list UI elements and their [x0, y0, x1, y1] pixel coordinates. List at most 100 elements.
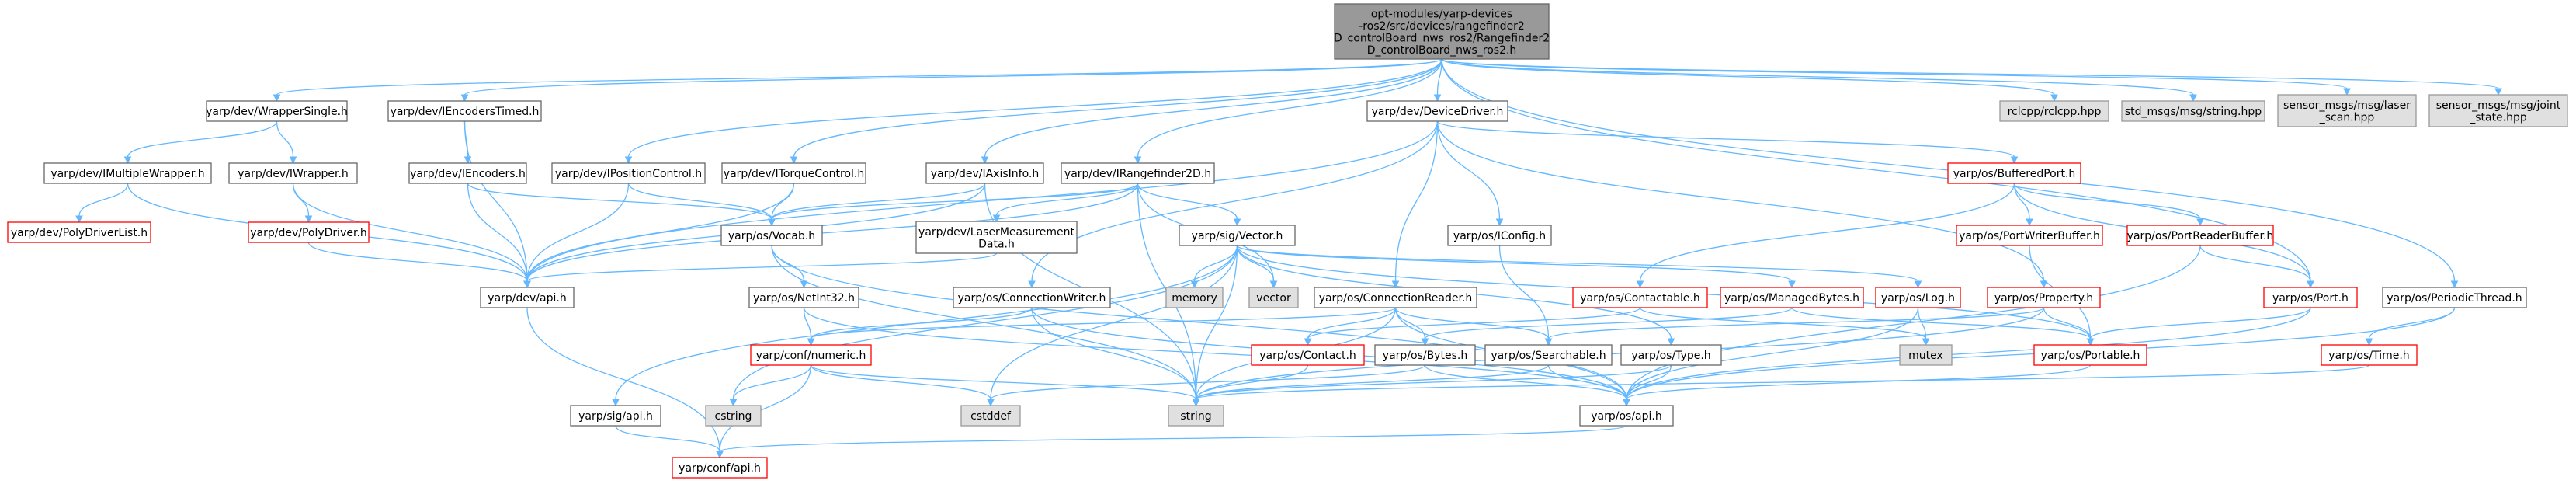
node-box: [43, 162, 212, 184]
node-port-writer-buffer[interactable]: yarp/os/PortWriterBuffer.h: [1956, 225, 2103, 246]
node-label-line: yarp/os/ConnectionWriter.h: [958, 292, 1106, 305]
edge-sig_vector-to-os_log: [1236, 245, 1922, 289]
node-iwrapper[interactable]: yarp/dev/IWrapper.h: [228, 162, 358, 184]
node-iposition-control[interactable]: yarp/dev/IPositionControl.h: [551, 162, 706, 184]
node-laser-scan[interactable]: sensor_msgs/msg/laser_scan.hpp: [2277, 94, 2417, 127]
node-label-line: yarp/os/Searchable.h: [1491, 350, 1606, 362]
edge-irangefinder2d-to-laser_measurement: [992, 183, 1139, 223]
node-label-line: yarp/dev/PolyDriver.h: [250, 227, 367, 239]
node-os-bytes[interactable]: yarp/os/Bytes.h: [1374, 344, 1476, 366]
edge-iwrapper-to-poly_driver: [292, 183, 313, 224]
node-rclcpp[interactable]: rclcpp/rclcpp.hpp: [1999, 100, 2109, 122]
node-buffered-port[interactable]: yarp/os/BufferedPort.h: [1947, 162, 2081, 184]
node-os-property[interactable]: yarp/os/Property.h: [1987, 287, 2101, 308]
node-iaxis-info[interactable]: yarp/dev/IAxisInfo.h: [925, 162, 1044, 184]
node-label-line: _state.hpp: [2469, 111, 2527, 124]
node-dev-api[interactable]: yarp/dev/api.h: [480, 287, 575, 308]
node-mutex[interactable]: mutex: [1899, 344, 1953, 366]
edge-contactable-to-os_contact: [1304, 307, 1641, 346]
node-connection-reader[interactable]: yarp/os/ConnectionReader.h: [1314, 287, 1477, 308]
node-label-line: yarp/dev/ITorqueControl.h: [724, 168, 864, 180]
edge-connection_reader-to-conf_numeric: [807, 307, 1397, 346]
edge-sig_vector-to-vector: [1236, 245, 1278, 289]
node-sig-api[interactable]: yarp/sig/api.h: [570, 405, 661, 427]
node-label-line: yarp/dev/IRangefinder2D.h: [1064, 168, 1211, 180]
node-itorque-control[interactable]: yarp/dev/ITorqueControl.h: [721, 162, 866, 184]
node-std-msgs[interactable]: std_msgs/msg/string.hpp: [2121, 100, 2265, 122]
node-string[interactable]: string: [1168, 405, 1224, 427]
edge-os_log-to-mutex: [1917, 307, 1930, 346]
node-label-line: std_msgs/msg/string.hpp: [2125, 106, 2262, 118]
node-os-time[interactable]: yarp/os/Time.h: [2321, 344, 2418, 366]
edge-os_bytes-to-cstddef: [987, 364, 1426, 407]
node-port-reader-buffer[interactable]: yarp/os/PortReaderBuffer.h: [2126, 225, 2274, 246]
node-box: [2321, 344, 2418, 366]
node-box: [953, 287, 1111, 308]
node-cstring[interactable]: cstring: [705, 405, 762, 427]
node-os-api[interactable]: yarp/os/api.h: [1579, 405, 1674, 427]
node-box: [925, 162, 1044, 184]
node-memory[interactable]: memory: [1165, 287, 1224, 308]
node-label-line: yarp/dev/WrapperSingle.h: [206, 106, 348, 118]
node-connection-writer[interactable]: yarp/os/ConnectionWriter.h: [953, 287, 1111, 308]
node-sig-vector[interactable]: yarp/sig/Vector.h: [1179, 225, 1296, 246]
node-box: [960, 405, 1021, 427]
node-label-line: yarp/os/PortWriterBuffer.h: [1959, 230, 2100, 242]
node-conf-api[interactable]: yarp/conf/api.h: [672, 457, 768, 479]
node-label-line: -ros2/src/devices/rangefinder2: [1359, 20, 1525, 33]
node-iencoders[interactable]: yarp/dev/IEncoders.h: [408, 162, 527, 184]
edge-device_driver-to-buffered_port: [1436, 120, 2019, 165]
node-os-port[interactable]: yarp/os/Port.h: [2263, 287, 2358, 308]
edge-root-to-os_port: [1441, 58, 2314, 289]
node-iencoders-timed[interactable]: yarp/dev/IEncodersTimed.h: [387, 100, 542, 122]
edge-irangefinder2d-to-sig_vector: [1137, 183, 1241, 227]
node-managed-bytes[interactable]: yarp/os/ManagedBytes.h: [1720, 287, 1864, 308]
node-box: [1999, 100, 2109, 122]
node-joint-state[interactable]: sensor_msgs/msg/joint_state.hpp: [2428, 94, 2568, 127]
node-label-line: sensor_msgs/msg/laser: [2283, 99, 2411, 112]
node-poly-driver[interactable]: yarp/dev/PolyDriver.h: [248, 221, 370, 243]
node-label-line: yarp/os/ConnectionReader.h: [1319, 292, 1473, 305]
node-irangefinder2d[interactable]: yarp/dev/IRangefinder2D.h: [1061, 162, 1215, 184]
node-os-log[interactable]: yarp/os/Log.h: [1875, 287, 1961, 308]
node-box: [672, 457, 768, 479]
node-device-driver[interactable]: yarp/dev/DeviceDriver.h: [1366, 100, 1508, 122]
node-box: [408, 162, 527, 184]
node-box: [1366, 100, 1508, 122]
node-cstddef[interactable]: cstddef: [960, 405, 1021, 427]
edge-wrapper_single-to-iwrapper: [276, 120, 297, 165]
node-wrapper-single[interactable]: yarp/dev/WrapperSingle.h: [206, 100, 348, 122]
node-contactable[interactable]: yarp/os/Contactable.h: [1572, 287, 1708, 308]
node-root[interactable]: opt-modules/yarp-devices-ros2/src/device…: [1334, 3, 1550, 60]
node-label-line: yarp/os/ManagedBytes.h: [1724, 292, 1859, 305]
node-box: [1447, 225, 1552, 246]
node-label-line: opt-modules/yarp-devices: [1371, 8, 1512, 20]
node-poly-driver-list[interactable]: yarp/dev/PolyDriverList.h: [7, 221, 151, 243]
node-netint32[interactable]: yarp/os/NetInt32.h: [748, 287, 859, 308]
edge-buffered_port-to-contactable: [1636, 183, 2015, 289]
node-box: [720, 225, 823, 246]
node-label-line: yarp/dev/IMultipleWrapper.h: [50, 168, 204, 180]
node-imultiple-wrapper[interactable]: yarp/dev/IMultipleWrapper.h: [43, 162, 212, 184]
edge-device_driver-to-iconfig: [1436, 120, 1504, 227]
node-label-line: yarp/dev/IEncoders.h: [410, 168, 526, 180]
node-conf-numeric[interactable]: yarp/conf/numeric.h: [750, 344, 872, 366]
node-periodic-thread[interactable]: yarp/os/PeriodicThread.h: [2382, 287, 2527, 308]
node-box: [1251, 344, 1365, 366]
node-iconfig[interactable]: yarp/os/IConfig.h: [1447, 225, 1552, 246]
node-os-portable[interactable]: yarp/os/Portable.h: [2033, 344, 2147, 366]
node-label-line: yarp/os/Log.h: [1881, 292, 1955, 305]
node-box: [1947, 162, 2081, 184]
edge-root-to-iencoders_timed: [460, 58, 1442, 103]
edge-device_driver-to-dev_api: [523, 120, 1439, 289]
node-vocab[interactable]: yarp/os/Vocab.h: [720, 225, 823, 246]
node-os-searchable[interactable]: yarp/os/Searchable.h: [1484, 344, 1613, 366]
node-os-type[interactable]: yarp/os/Type.h: [1620, 344, 1722, 366]
node-vector[interactable]: vector: [1248, 287, 1299, 308]
node-box: [1179, 225, 1296, 246]
edge-conf_numeric-to-string: [810, 364, 1200, 407]
node-os-contact[interactable]: yarp/os/Contact.h: [1251, 344, 1365, 366]
edge-os_property-to-os_portable: [2043, 307, 2095, 346]
node-box: [480, 287, 575, 308]
